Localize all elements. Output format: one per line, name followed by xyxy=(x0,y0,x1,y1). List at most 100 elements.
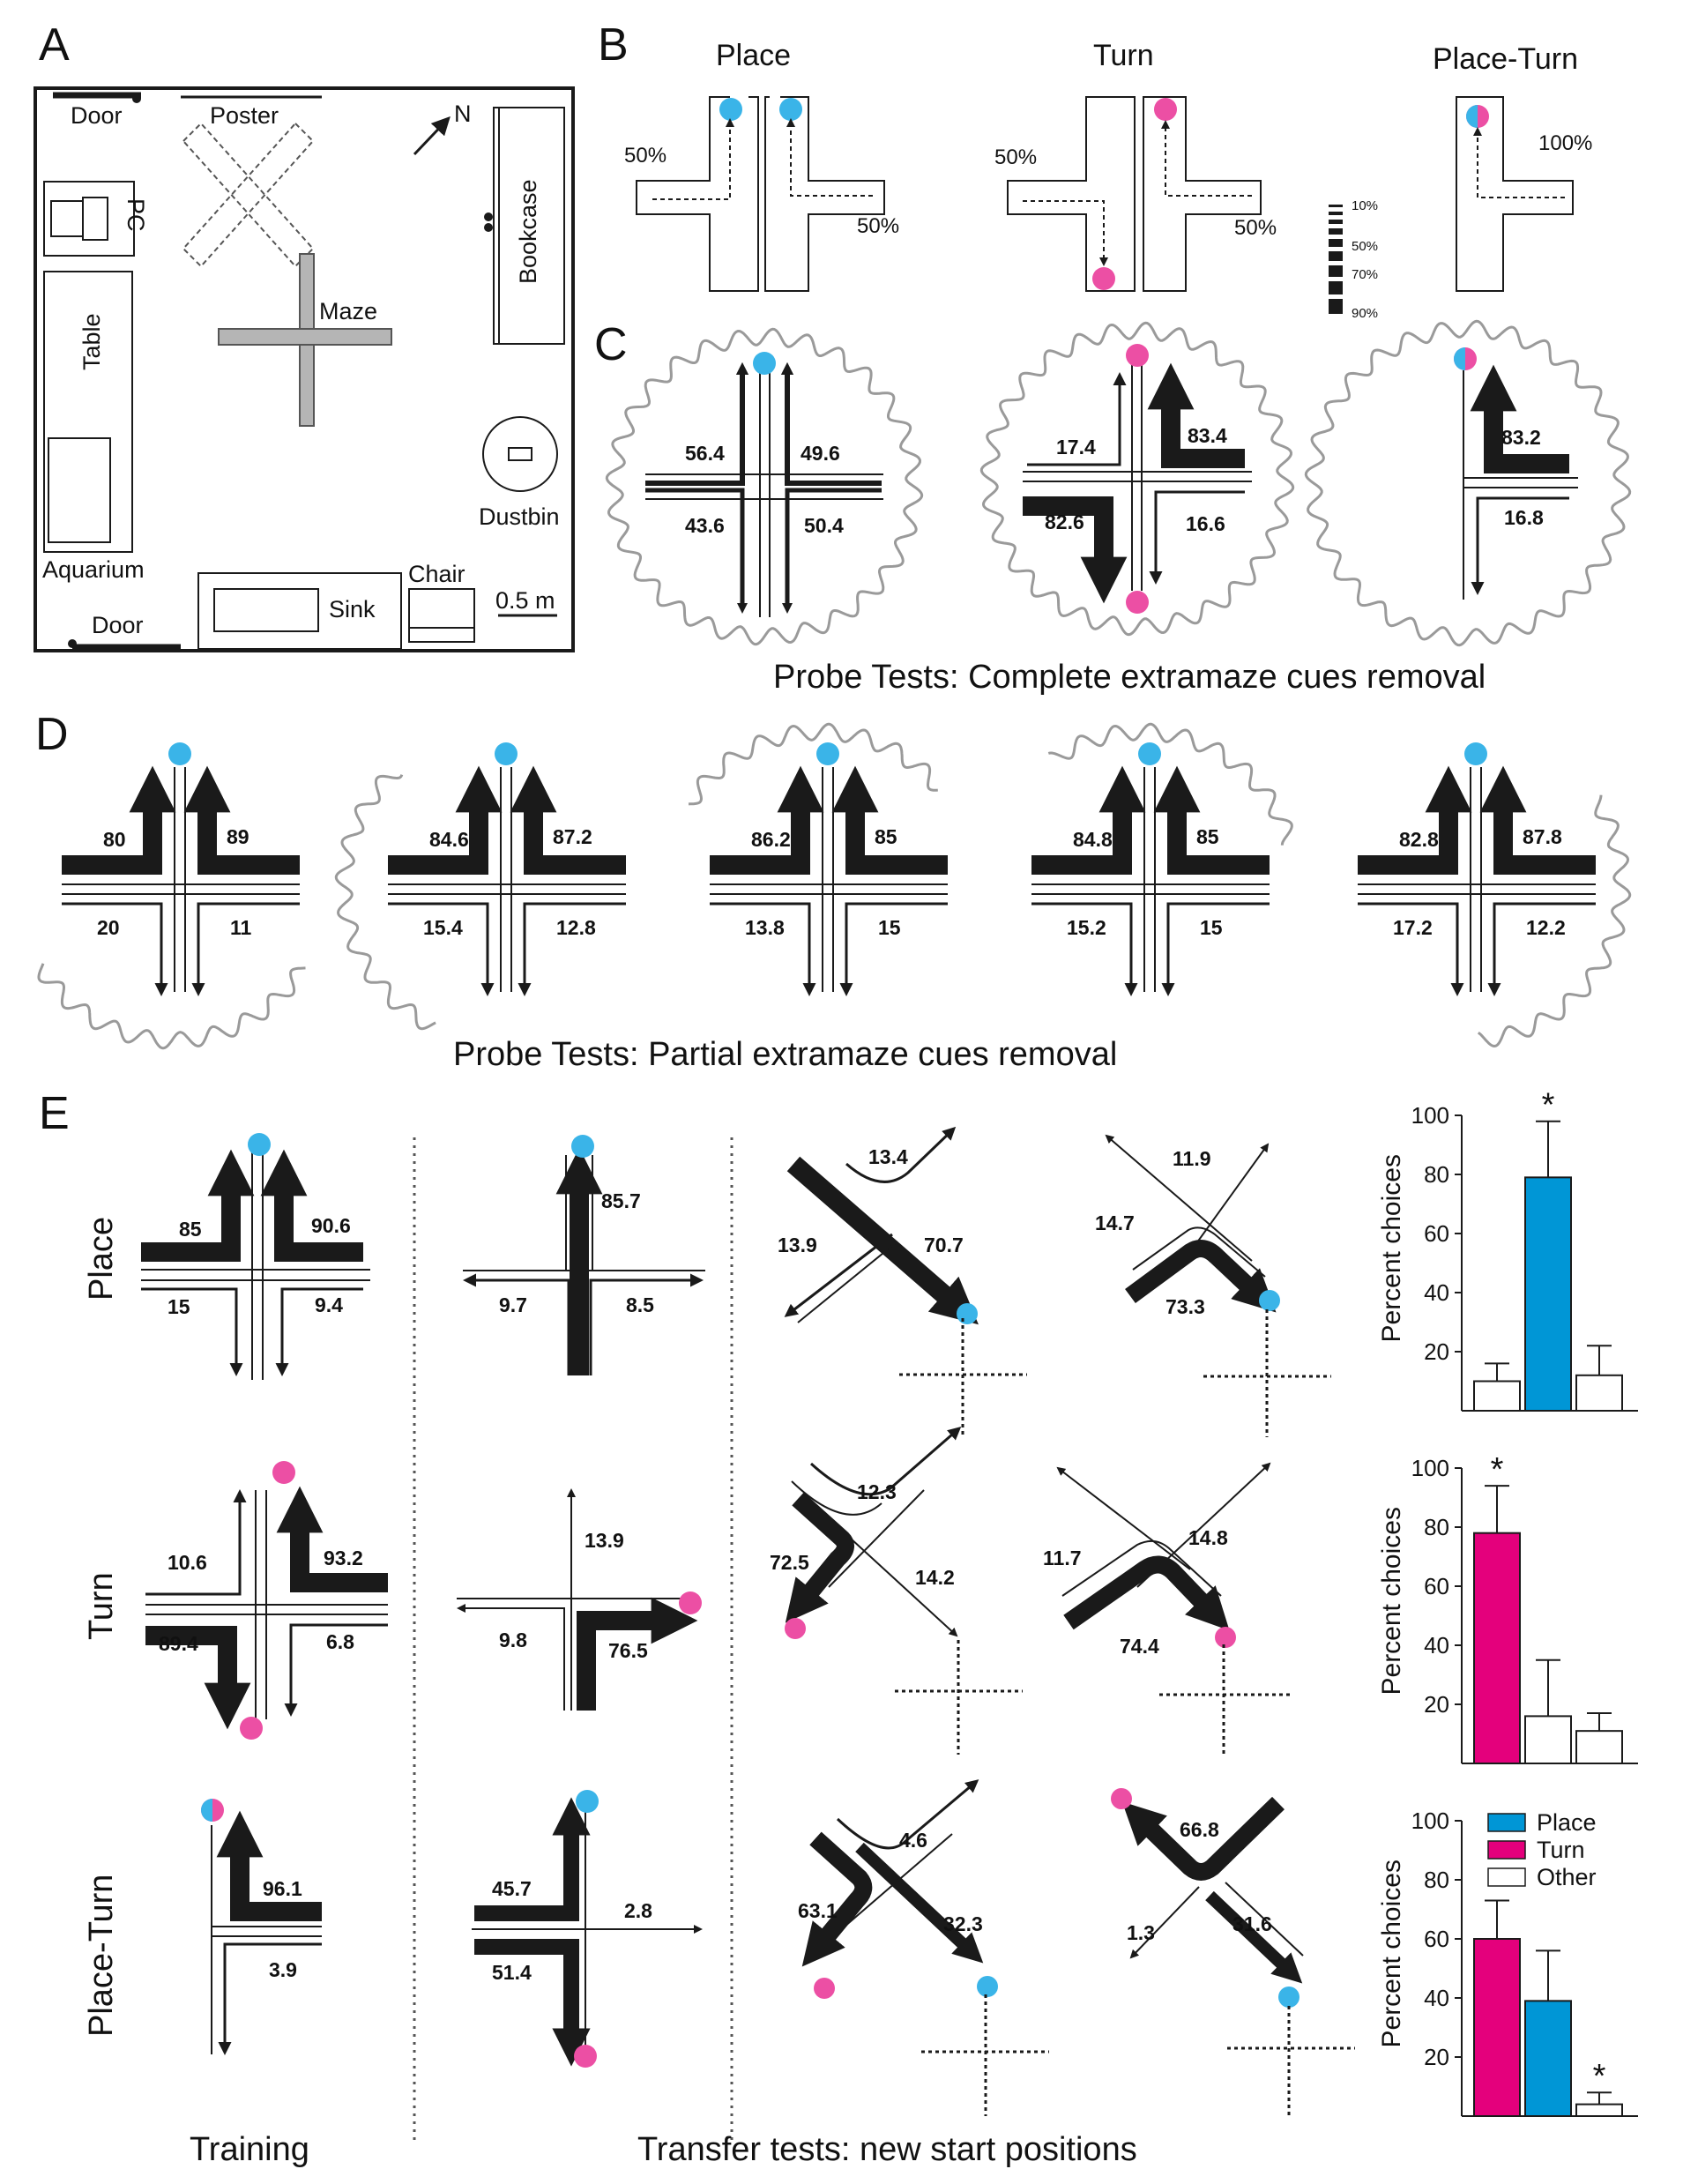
y-tick-label: 40 xyxy=(1424,1279,1449,1306)
turn-goal-top xyxy=(1154,98,1177,121)
maze-arm-horizontal xyxy=(218,328,392,346)
d-maze-3-ur: 85 xyxy=(875,825,897,848)
transfer-label: Transfer tests: new start positions xyxy=(637,2131,1137,2168)
e-pt-t2 xyxy=(801,1779,1049,2116)
table-label: Table xyxy=(78,313,105,370)
panel-label-a: A xyxy=(39,19,70,71)
place-left-pct: 50% xyxy=(624,144,666,168)
y-tick-label: 80 xyxy=(1424,1514,1449,1540)
e-place-train-lr: 9.4 xyxy=(315,1293,343,1316)
e-turn-t3-mid: 74.4 xyxy=(1120,1635,1159,1658)
panel-label-d: D xyxy=(35,709,69,760)
e-pt-t2-top: 4.6 xyxy=(899,1829,927,1852)
c-place-ul: 56.4 xyxy=(685,442,725,465)
training-label: Training xyxy=(190,2131,309,2168)
c-place-maze xyxy=(645,352,883,617)
place-title: Place xyxy=(716,39,791,72)
c-pt-ur: 83.2 xyxy=(1501,426,1541,449)
turn-goal-bottom xyxy=(1092,267,1115,290)
y-tick-label: 100 xyxy=(1411,1455,1449,1481)
e-place-train-ll: 15 xyxy=(168,1295,190,1318)
old-maze-position xyxy=(182,122,315,268)
c-turn-maze xyxy=(1023,344,1252,614)
turn-path-left xyxy=(1023,200,1108,266)
d-maze-1-lr: 11 xyxy=(230,916,252,939)
e-place-t1 xyxy=(463,1135,705,1375)
panel-e: E Place Turn Place-Turn 85 90.6 15 9.4 8… xyxy=(39,1087,1638,2168)
e-turn-train-ul: 10.6 xyxy=(168,1551,207,1574)
bar-2 xyxy=(1524,1176,1572,1412)
d-maze-5-ur: 87.8 xyxy=(1523,825,1562,848)
e-turn-t1-left: 9.8 xyxy=(499,1629,527,1651)
d-maze-4-ur: 85 xyxy=(1196,825,1219,848)
e-turn-t3 xyxy=(1056,1462,1292,1755)
dustbin-lid xyxy=(508,447,532,461)
pc-monitor xyxy=(50,200,84,237)
panel-a: A Door Poster N PC Table Aquarium Maze B… xyxy=(34,19,575,652)
placeturn-pct: 100% xyxy=(1538,131,1592,155)
e-pt-t1-ll: 51.4 xyxy=(492,1961,532,1984)
y-tick-label: 80 xyxy=(1424,1867,1449,1893)
place-goal-2 xyxy=(779,98,802,121)
placeturn-goal xyxy=(1466,105,1489,128)
sink-counter xyxy=(197,572,402,650)
legend-label-other: Other xyxy=(1537,1864,1597,1890)
e-place-t2-mid: 70.7 xyxy=(924,1234,964,1256)
aquarium xyxy=(48,437,111,543)
d-maze-4-ul: 84.8 xyxy=(1073,828,1113,851)
turn-maze-right xyxy=(1143,96,1262,292)
e-pt-t3-mid: 31.6 xyxy=(1232,1912,1272,1935)
aquarium-label: Aquarium xyxy=(42,556,145,583)
panel-label-e: E xyxy=(39,1088,70,1139)
y-tick-label: 20 xyxy=(1424,1691,1449,1718)
placeturn-path xyxy=(1473,127,1565,198)
e-pt-t2-mid: 32.3 xyxy=(943,1912,983,1935)
e-turn-train-ll: 89.4 xyxy=(159,1632,198,1655)
e-turn-t1-right: 76.5 xyxy=(608,1639,648,1662)
chair-label: Chair xyxy=(408,561,465,587)
e-pt-t3-left: 1.3 xyxy=(1127,1921,1155,1944)
place-goal-1 xyxy=(719,98,742,121)
pc-label: PC xyxy=(123,198,149,232)
d-maze-4-lr: 15 xyxy=(1200,916,1223,939)
place-path-left xyxy=(652,118,734,200)
cue-ring-placeturn xyxy=(1304,319,1632,647)
d-maze-5-ul: 82.8 xyxy=(1399,828,1439,851)
e-place-train-ul: 85 xyxy=(179,1218,202,1241)
d-maze-5-ll: 17.2 xyxy=(1393,916,1433,939)
e-place-t2-top: 13.4 xyxy=(868,1145,908,1168)
bar-1 xyxy=(1473,1532,1521,1764)
d-maze-1-ll: 20 xyxy=(97,916,120,939)
e-pt-t1-ul: 45.7 xyxy=(492,1877,532,1900)
e-pt-t1-right: 2.8 xyxy=(624,1899,652,1922)
legend-swatch-other xyxy=(1487,1867,1526,1887)
panel-b: B Place Turn Place-Turn 50% 50% 50% 50% … xyxy=(598,19,1592,321)
e-pt-train-ur: 96.1 xyxy=(263,1877,302,1900)
row-label-place: Place xyxy=(83,1217,120,1301)
significance-star: * xyxy=(1593,2058,1606,2095)
e-place-t1-right: 8.5 xyxy=(626,1293,654,1316)
e-pt-train xyxy=(201,1799,322,2055)
pc-tower xyxy=(82,197,108,241)
y-tick-label: 100 xyxy=(1411,1808,1449,1834)
pc-desk xyxy=(43,181,135,257)
maze-label: Maze xyxy=(319,298,377,324)
c-place-ll: 43.6 xyxy=(685,514,725,537)
dustbin-label: Dustbin xyxy=(479,503,560,530)
e-place-t3-mid: 73.3 xyxy=(1165,1295,1205,1318)
c-place-ur: 49.6 xyxy=(801,442,840,465)
place-maze-left xyxy=(636,96,759,292)
chair xyxy=(408,588,475,643)
cue-ring-place xyxy=(605,327,924,646)
door-bottom-label: Door xyxy=(92,612,144,638)
e-turn-t2-top: 12.3 xyxy=(857,1480,897,1503)
e-place-t3 xyxy=(1105,1134,1331,1437)
bar-2 xyxy=(1524,1715,1572,1765)
d-cue-5 xyxy=(1477,794,1632,1048)
turn-title: Turn xyxy=(1093,39,1154,72)
bar-1 xyxy=(1473,1380,1521,1412)
